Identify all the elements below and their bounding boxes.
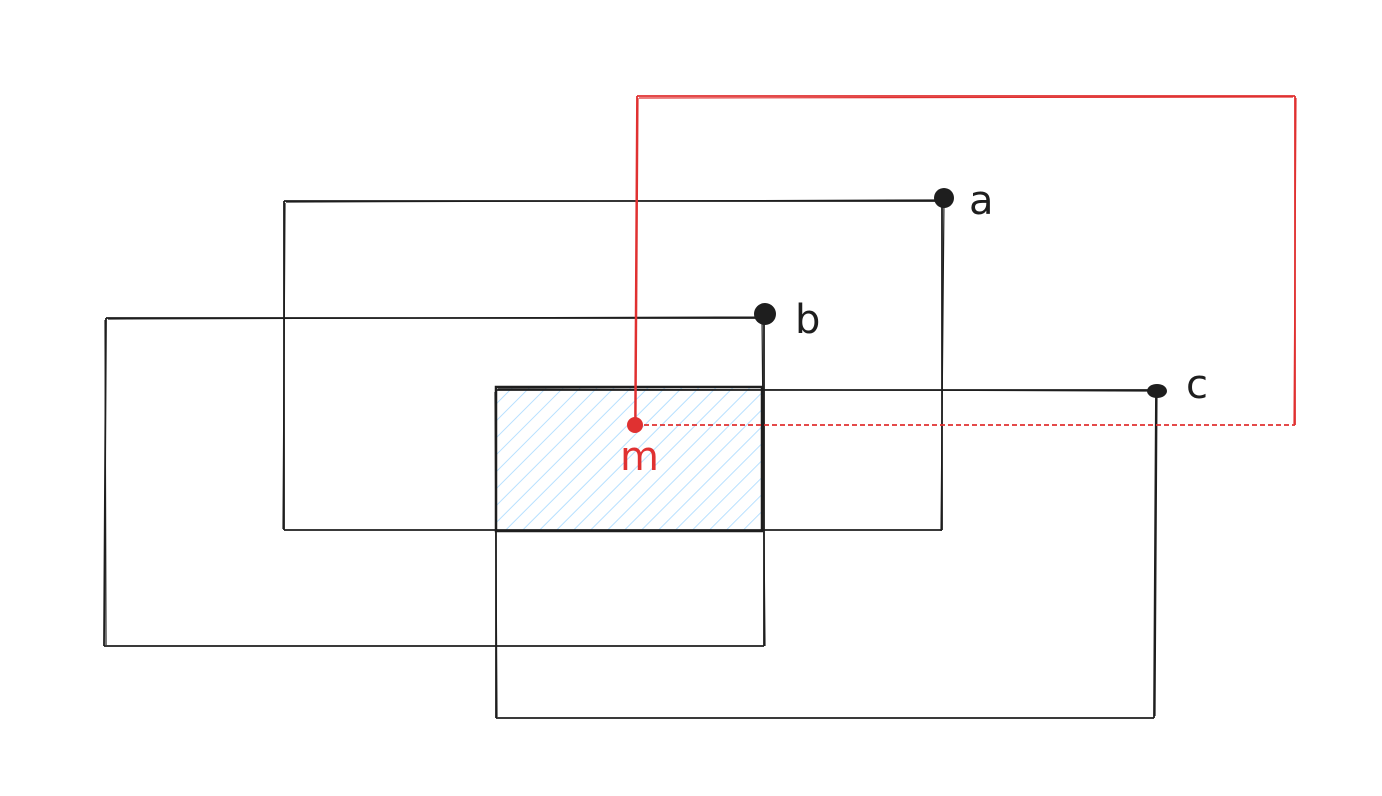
dot-a [934, 188, 954, 208]
label-m: m [620, 434, 659, 480]
dot-m [627, 417, 643, 433]
dot-b [754, 303, 776, 325]
rect-m [634, 95, 1297, 426]
rect-b [103, 315, 766, 647]
label-a: a [969, 178, 994, 224]
dot-c [1147, 384, 1167, 398]
rect-a [282, 198, 945, 532]
label-c: c [1186, 362, 1208, 408]
intersection-region [496, 387, 762, 531]
label-b: b [795, 297, 820, 343]
rect-c [494, 388, 1158, 719]
